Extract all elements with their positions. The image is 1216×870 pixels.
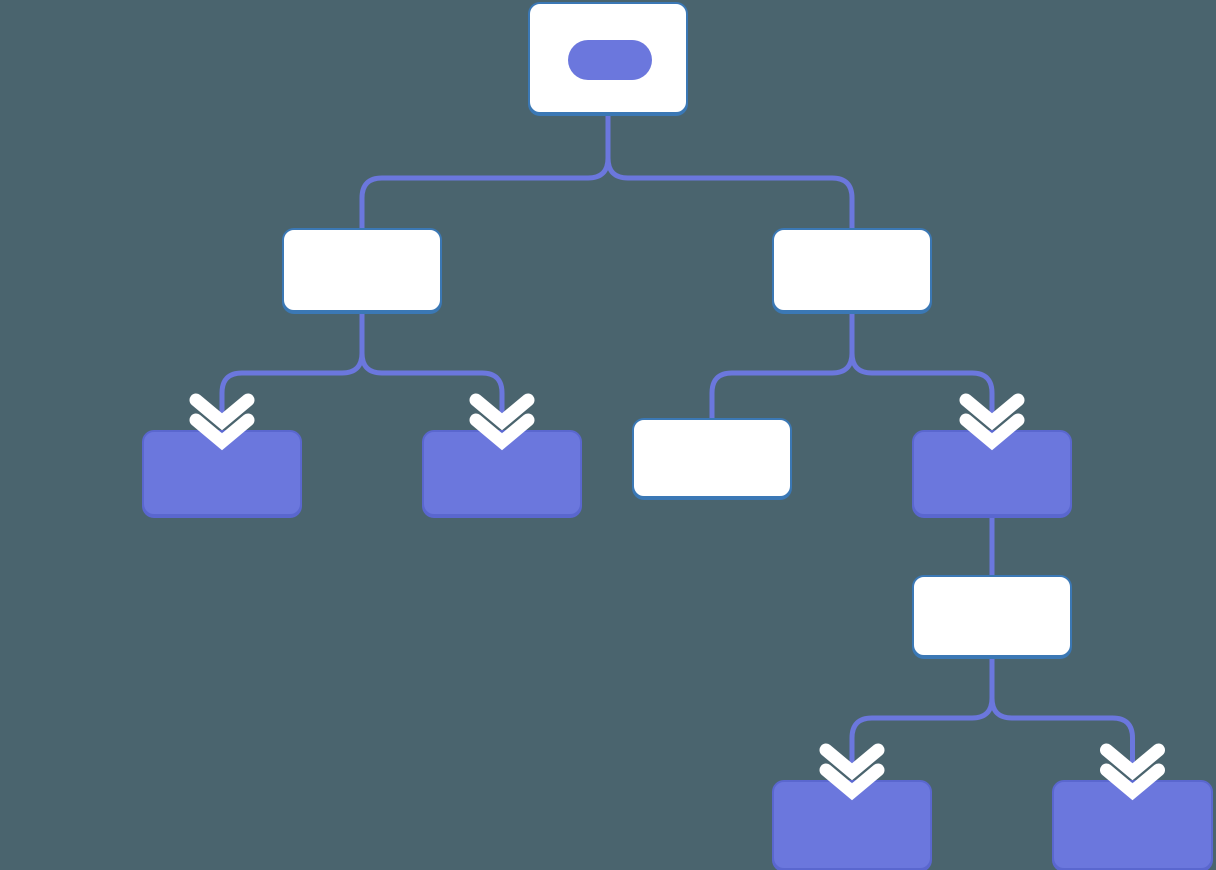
edge-branch-left-leaf-2	[359, 312, 505, 428]
edge-mid-5-leaf-6	[849, 657, 995, 778]
root-pill-badge	[568, 40, 652, 80]
edge-root-branch-right	[605, 114, 855, 228]
node-leaf-2[interactable]	[422, 430, 582, 516]
edge-branch-right-plain-3	[709, 312, 855, 418]
node-mid-5[interactable]	[912, 575, 1072, 657]
node-leaf-1[interactable]	[142, 430, 302, 516]
edge-branch-left-leaf-1	[219, 312, 365, 428]
node-branch-right[interactable]	[772, 228, 932, 312]
node-node-4[interactable]	[912, 430, 1072, 516]
node-leaf-6[interactable]	[772, 780, 932, 870]
edge-root-branch-left	[359, 114, 611, 228]
node-leaf-7[interactable]	[1052, 780, 1213, 870]
node-plain-3[interactable]	[632, 418, 792, 498]
node-branch-left[interactable]	[282, 228, 442, 312]
edge-branch-right-node-4	[849, 312, 995, 428]
node-root[interactable]	[528, 2, 688, 114]
edge-mid-5-leaf-7	[989, 657, 1135, 778]
